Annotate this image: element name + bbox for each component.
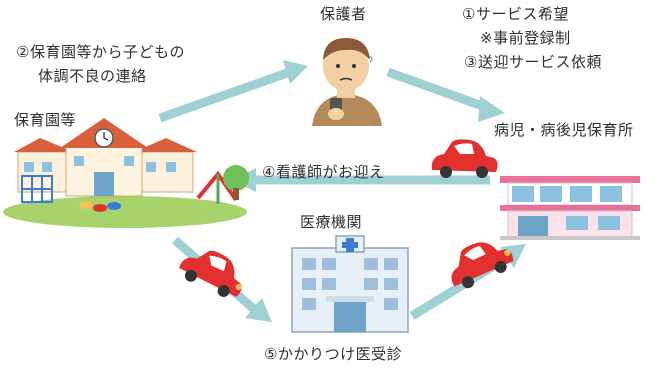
step4-label: ④看護師がお迎え bbox=[262, 163, 385, 181]
step3-label: ③送迎サービス依頼 bbox=[464, 53, 602, 71]
car-icon bbox=[431, 139, 498, 178]
car-icon bbox=[179, 250, 242, 297]
nursery-school-illustration bbox=[3, 118, 249, 228]
step5-label: ⑤かかりつけ医受診 bbox=[264, 345, 403, 363]
guardian-illustration bbox=[312, 38, 382, 126]
arrow-nursery-to-guardian bbox=[158, 60, 308, 123]
sick-child-facility-illustration bbox=[500, 176, 640, 240]
sick-child-facility-label: 病児・病後児保育所 bbox=[494, 121, 634, 139]
guardian-label: 保護者 bbox=[320, 5, 367, 23]
step2-line2: 体調不良の連絡 bbox=[38, 67, 147, 85]
medical-institution-illustration bbox=[291, 235, 409, 333]
nursery-label: 保育園等 bbox=[14, 111, 77, 129]
step1-label: ①サービス希望 bbox=[462, 5, 569, 23]
step2-line1: ②保育園等から子どもの bbox=[16, 43, 185, 61]
car-icon bbox=[451, 242, 514, 289]
arrow-guardian-to-facility bbox=[386, 67, 505, 122]
medical-institution-label: 医療機関 bbox=[300, 213, 363, 231]
step1-note: ※事前登録制 bbox=[480, 29, 571, 47]
